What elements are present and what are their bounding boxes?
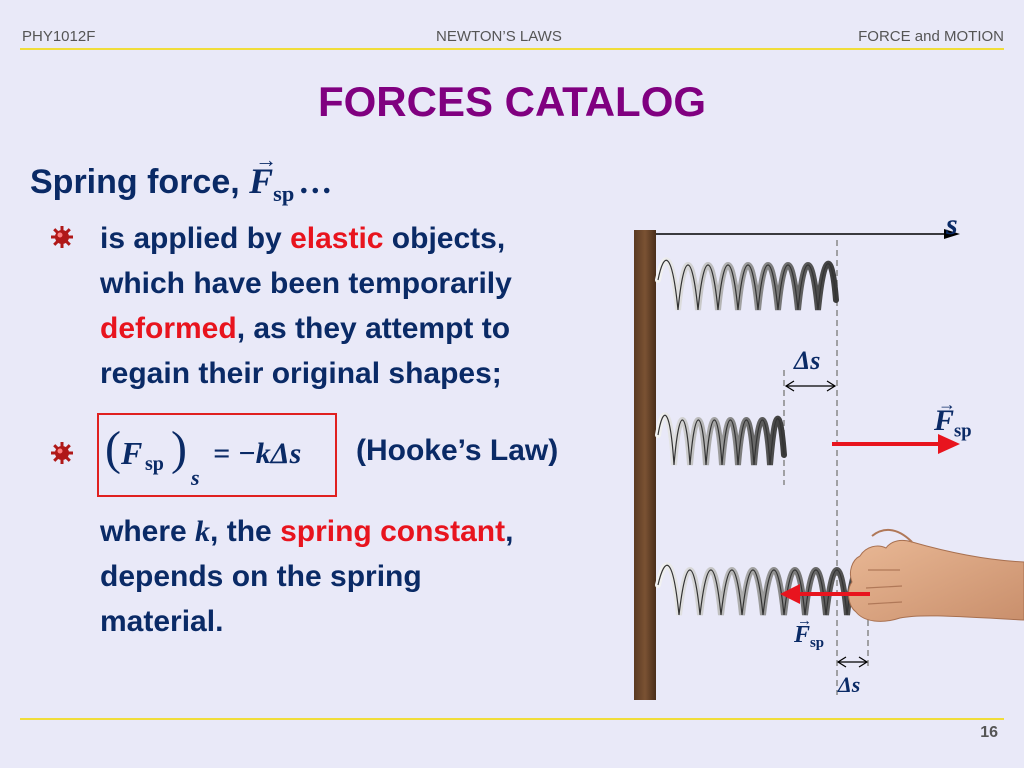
text-comma: , [505, 515, 514, 548]
where-line-1: where k, the spring constant, [100, 509, 513, 554]
eq-force-symbol: F [121, 435, 143, 471]
eq-force-subscript: sp [145, 453, 164, 475]
eq-left-paren: ( [105, 422, 121, 475]
text-the: , the [210, 515, 281, 548]
force-label-1-subscript: sp [954, 420, 972, 442]
hookes-law-equation-box: ( F sp ) s = −kΔs [97, 413, 337, 497]
eq-rhs: = −kΔs [213, 437, 302, 470]
text-where: where [100, 515, 196, 548]
bullet-icon [51, 442, 73, 464]
text-applied-by: is applied by [100, 222, 291, 255]
eq-axis-subscript: s [191, 465, 200, 490]
heading-text: Spring force, [30, 163, 250, 201]
where-paragraph: where k, the spring constant, depends on… [100, 509, 513, 644]
bullet-icon [51, 226, 73, 248]
s-axis-arrowhead [944, 229, 960, 239]
spring-relaxed [655, 257, 839, 311]
line-2: which have been temporarily [100, 267, 512, 300]
force-subscript: sp [273, 180, 295, 206]
k-symbol: k [195, 515, 211, 548]
bullet-paragraph-1: is applied by elastic objects, which hav… [100, 216, 512, 396]
spring-constant-highlight: spring constant [280, 515, 506, 548]
topic-label: NEWTON’S LAWS [436, 28, 562, 45]
force-letter: F [249, 161, 274, 201]
text-attempt: , as they attempt to [236, 312, 511, 345]
hookes-law-label: (Hooke’s Law) [356, 434, 559, 467]
slide-title: FORCES CATALOG [317, 78, 707, 125]
wall [634, 230, 656, 700]
force-label-2-symbol: F [794, 622, 811, 648]
where-line-3: material. [100, 605, 224, 638]
line-4: regain their original shapes; [100, 357, 502, 390]
hand-image [848, 529, 1024, 622]
force-label-2-subscript: sp [810, 635, 825, 652]
line-3: deformed, as they attempt to [100, 306, 512, 351]
spring-diagram [634, 229, 1024, 700]
footer-rule [20, 718, 1004, 720]
force-label-1: →Fsp [934, 394, 972, 442]
force-label-2: →Fsp [794, 613, 825, 652]
page-number: 16 [980, 724, 998, 741]
elastic-highlight: elastic [290, 222, 384, 255]
eq-right-paren: ) [171, 422, 187, 475]
delta-s-label-2: Δs [838, 672, 861, 697]
text-objects: objects, [383, 222, 506, 255]
heading-ellipsis: … [298, 164, 333, 201]
deformed-highlight: deformed [100, 312, 237, 345]
line-1: is applied by elastic objects, [100, 216, 512, 261]
section-label: FORCE and MOTION [858, 28, 1004, 45]
s-axis-label: s [946, 208, 958, 241]
header-rule [20, 48, 1004, 50]
force-label-1-symbol: F [934, 404, 955, 437]
where-line-2: depends on the spring [100, 560, 422, 593]
delta-s-label-1: Δs [794, 346, 821, 375]
section-heading: Spring force, →Fsp… [30, 147, 333, 207]
course-code: PHY1012F [22, 28, 96, 45]
force-symbol: →Fsp [249, 147, 295, 206]
